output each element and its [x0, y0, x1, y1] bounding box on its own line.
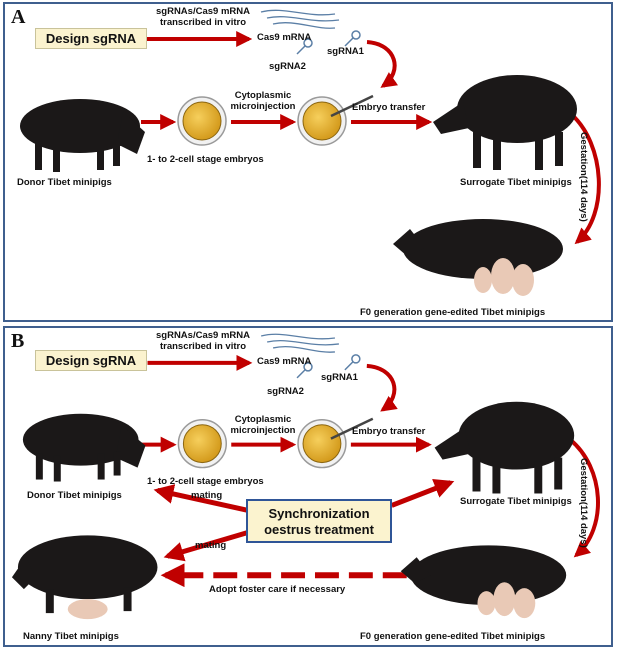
gestation-arrow — [568, 438, 600, 558]
surrogate-label: Surrogate Tibet minipigs — [460, 496, 572, 507]
injection-curve-arrow — [366, 40, 399, 88]
transcription-label-line-2: transcribed in vitro — [159, 341, 247, 352]
nursing-sow-icon — [393, 219, 563, 296]
panel-letter: A — [11, 6, 26, 28]
cas9-mrna-label: Cas9 mRNA — [257, 32, 312, 43]
panel-b: B Design sgRNA sgRNAs/Cas9 mRNA transcri… — [3, 326, 613, 647]
synchronization-box: Synchronization oestrus treatment — [246, 499, 392, 543]
sync-to-nanny-arrow — [163, 529, 249, 562]
embryo-icon — [177, 96, 227, 146]
sgrna2-hairpin-icon — [296, 362, 313, 379]
panel-a-graphics — [20, 9, 601, 296]
sync-to-surrogate-arrow — [390, 479, 455, 508]
sgrna2-label: sgRNA2 — [269, 61, 306, 72]
embryo-stage-label: 1- to 2-cell stage embryos — [147, 476, 264, 487]
mating-label-bottom: mating — [195, 540, 227, 551]
donor-label: Donor Tibet minipigs — [27, 490, 122, 501]
injection-needle-icon — [330, 94, 374, 118]
surrogate-pig-icon — [433, 75, 577, 170]
sgrna1-hairpin-icon — [344, 30, 361, 47]
foster-care-label: Adopt foster care if necessary — [209, 584, 346, 595]
rna-strands-icon — [260, 9, 340, 29]
nursing-sow-icon — [400, 545, 567, 619]
injection-curve-arrow — [366, 363, 398, 412]
mating-label-top: mating — [191, 490, 223, 501]
sgrna1-label: sgRNA1 — [327, 46, 364, 57]
embryo-transfer-label: Embryo transfer — [352, 102, 426, 113]
cas9-mrna-label: Cas9 mRNA — [257, 356, 312, 367]
microinjection-label-line-2: microinjection — [230, 425, 296, 436]
sgrna1-label: sgRNA1 — [321, 372, 358, 383]
embryo-transfer-label: Embryo transfer — [352, 426, 426, 437]
injection-needle-icon — [330, 417, 374, 440]
donor-label: Donor Tibet minipigs — [17, 177, 112, 188]
donor-pig-icon — [20, 99, 145, 172]
microinjection-label-line-1: Cytoplasmic — [234, 90, 292, 101]
f0-label: F0 generation gene-edited Tibet minipigs — [360, 307, 546, 318]
transcription-label: sgRNAs/Cas9 mRNA transcribed in vitro — [153, 6, 253, 28]
transcription-label-line-1: sgRNAs/Cas9 mRNA — [156, 330, 250, 341]
gestation-label: Gestation(114 days) — [578, 132, 589, 222]
nanny-label: Nanny Tibet minipigs — [23, 631, 119, 642]
donor-pig-icon — [22, 413, 146, 482]
sgrna2-label: sgRNA2 — [267, 386, 304, 397]
design-sgrna-box: Design sgRNA — [35, 350, 147, 371]
microinjection-label: Cytoplasmic microinjection — [223, 414, 303, 436]
panel-a: A Design sgRNA sgRNAs/Cas9 mRNA transcri… — [3, 2, 613, 322]
gestation-label: Gestation(114 days) — [578, 458, 589, 548]
f0-label: F0 generation gene-edited Tibet minipigs — [360, 631, 546, 642]
embryo-stage-label: 1- to 2-cell stage embryos — [147, 154, 264, 165]
surrogate-pig-icon — [434, 401, 575, 494]
transcription-label: sgRNAs/Cas9 mRNA transcribed in vitro — [153, 330, 253, 352]
embryo-icon — [177, 418, 228, 469]
sync-to-donor-arrow — [153, 484, 249, 513]
rna-strands-icon — [260, 333, 339, 353]
panel-letter: B — [11, 330, 25, 352]
sync-label-line-2: oestrus treatment — [264, 522, 374, 537]
microinjection-label-line-2: microinjection — [230, 101, 296, 112]
microinjection-label-line-1: Cytoplasmic — [234, 414, 292, 425]
injected-embryo-icon — [297, 96, 347, 146]
sgrna2-hairpin-icon — [296, 38, 313, 55]
transcription-label-line-1: sgRNAs/Cas9 mRNA — [156, 6, 250, 17]
panel-b-graphics — [11, 333, 600, 620]
design-sgrna-box: Design sgRNA — [35, 28, 147, 49]
nanny-pig-icon — [11, 535, 158, 620]
sgrna1-hairpin-icon — [344, 354, 361, 371]
microinjection-label: Cytoplasmic microinjection — [223, 90, 303, 112]
transcription-label-line-2: transcribed in vitro — [159, 17, 247, 28]
surrogate-label: Surrogate Tibet minipigs — [460, 177, 572, 188]
gestation-arrow — [569, 112, 601, 245]
sync-label-line-1: Synchronization — [268, 506, 370, 521]
injected-embryo-icon — [297, 418, 347, 469]
